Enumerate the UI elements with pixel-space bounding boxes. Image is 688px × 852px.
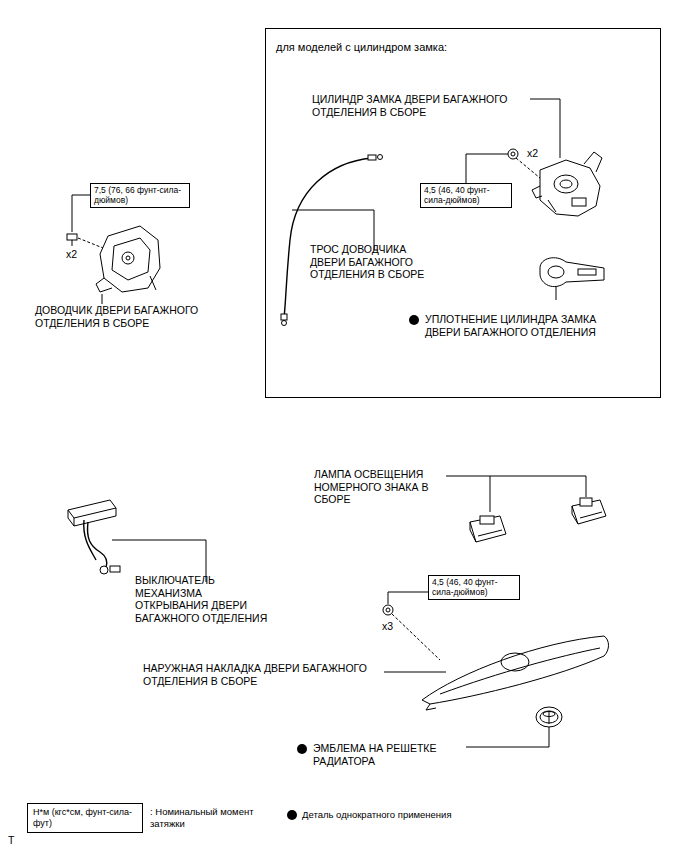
legend-torque-box: Н*м (кгс*см, фунт-сила-фут) — [27, 803, 143, 833]
legend-text: : Номинальный момент затяжки — [150, 806, 260, 829]
page-mark: T — [8, 834, 28, 847]
garnish-drawing — [422, 636, 609, 710]
part-name: НАРУЖНАЯ НАКЛАДКА ДВЕРИ БАГАЖНОГО ОТДЕЛЕ… — [143, 662, 383, 687]
torque-value: 4,5 (46, 40 фунт-сила-дюймов) — [432, 577, 516, 597]
lock-cylinder-drawing — [532, 152, 602, 216]
torque-box: 4,5 (46, 40 фунт-сила-дюймов) — [420, 183, 512, 208]
lamp-drawing — [572, 498, 606, 524]
quantity-label: x2 — [527, 147, 557, 160]
one-time-use-dot — [297, 744, 307, 754]
leader-line — [292, 210, 374, 211]
leader-line — [72, 195, 90, 196]
leader-line — [530, 99, 560, 100]
part-name: ТРОС ДОВОДЧИКА ДВЕРИ БАГАЖНОГО ОТДЕЛЕНИЯ… — [310, 243, 435, 281]
leader-line — [72, 195, 73, 232]
seal-drawing — [540, 258, 604, 287]
leader-line — [388, 592, 428, 593]
one-time-use-dot — [409, 315, 419, 325]
leader-line — [392, 614, 440, 660]
leader-line — [112, 540, 206, 541]
latch-drawing — [96, 226, 160, 304]
leader-line — [466, 154, 508, 155]
emblem-drawing — [536, 707, 562, 727]
quantity-label: x2 — [66, 248, 96, 261]
torque-value: Н*м (кгс*см, фунт-сила-фут) — [33, 807, 137, 829]
part-name: ДОВОДЧИК ДВЕРИ БАГАЖНОГО ОТДЕЛЕНИЯ В СБО… — [35, 304, 225, 329]
bolt-icon — [67, 234, 77, 246]
cable-drawing — [281, 155, 383, 326]
torque-box: 4,5 (46, 40 фунт-сила-дюймов) — [428, 575, 520, 600]
torque-box: 7,5 (76, 66 фунт-сила-дюймов) — [90, 183, 190, 208]
switch-drawing — [68, 500, 120, 574]
nut-icon — [508, 149, 518, 159]
leader-line — [500, 300, 556, 301]
lamp-drawing — [470, 516, 506, 542]
leader-line — [549, 727, 550, 747]
legend-dot — [287, 810, 297, 820]
leader-line — [548, 476, 586, 477]
nut-icon — [383, 605, 393, 615]
part-name: ЦИЛИНДР ЗАМКА ДВЕРИ БАГАЖНОГО ОТДЕЛЕНИЯ … — [312, 93, 528, 118]
leader-line — [384, 672, 446, 673]
leader-line — [388, 592, 389, 604]
part-name: ВЫКЛЮЧАТЕЛЬ МЕХАНИЗМА ОТКРЫВАНИЯ ДВЕРИ Б… — [135, 574, 275, 624]
part-name: УПЛОТНЕНИЕ ЦИЛИНДРА ЗАМКА ДВЕРИ БАГАЖНОГ… — [425, 313, 620, 338]
leader-line — [586, 476, 587, 497]
group-frame: для моделей с цилиндром замка: 4,5 (46, 4… — [265, 28, 661, 398]
quantity-label: x3 — [382, 620, 412, 633]
leader-line — [466, 154, 467, 183]
leader-line — [490, 476, 491, 512]
leader-line — [446, 476, 548, 477]
legend-text: Деталь однократного применения — [302, 809, 502, 821]
leader-line — [516, 158, 540, 178]
leader-line — [560, 99, 561, 158]
part-name: ЛАМПА ОСВЕЩЕНИЯ НОМЕРНОГО ЗНАКА В СБОРЕ — [314, 468, 439, 506]
torque-value: 4,5 (46, 40 фунт-сила-дюймов) — [424, 185, 508, 205]
leader-line — [466, 747, 549, 748]
part-name: ЭМБЛЕМА НА РЕШЕТКЕ РАДИАТОРА — [313, 742, 463, 767]
group-heading: для моделей с цилиндром замка: — [276, 41, 650, 53]
torque-value: 7,5 (76, 66 фунт-сила-дюймов) — [94, 185, 186, 205]
